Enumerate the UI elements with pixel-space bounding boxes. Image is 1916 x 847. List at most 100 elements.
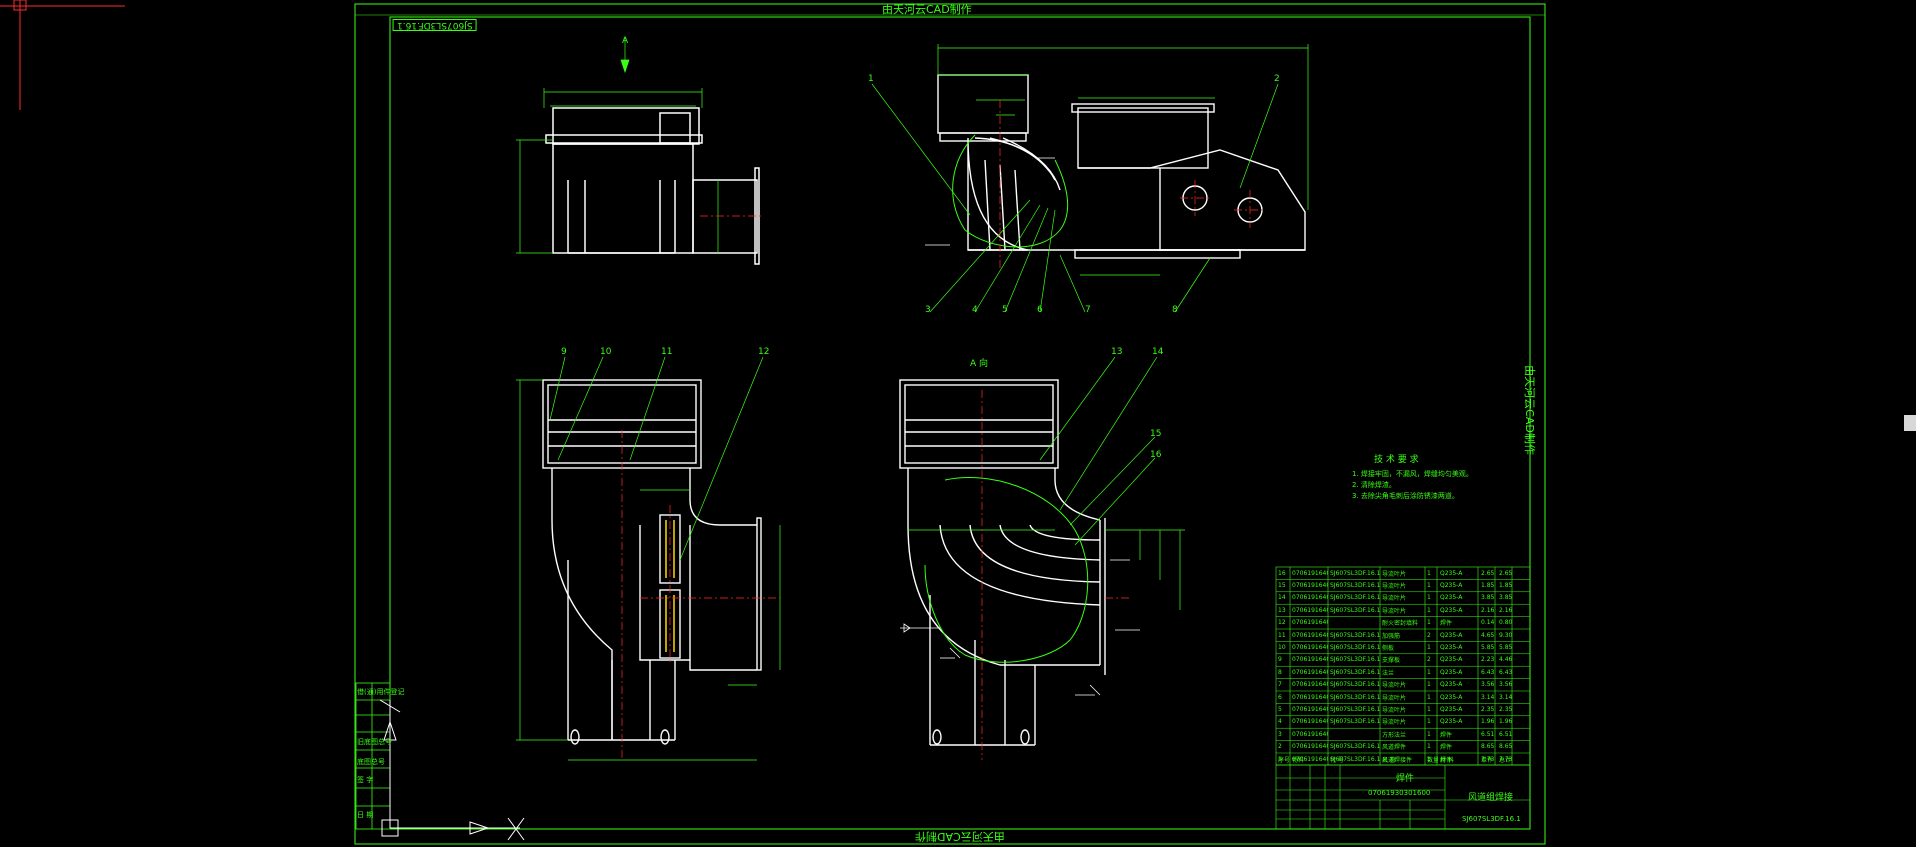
- bom-cell-material: Q235-A: [1440, 656, 1463, 664]
- bom-cell-code: 07061916400670: [1292, 668, 1328, 676]
- bom-cell-total: 9.30: [1499, 631, 1513, 639]
- bom-cell-total: 7.73: [1499, 755, 1513, 763]
- bom-cell-qty: 1: [1427, 582, 1431, 590]
- bom-cell-name: 耐火密封填料: [1382, 620, 1419, 628]
- bom-cell-name: 方形法兰: [1382, 731, 1407, 739]
- view-a-title: A 向: [970, 359, 989, 369]
- bom-cell-no: 16: [1278, 569, 1286, 577]
- bom-cell-code: 07061916400680: [1292, 656, 1328, 664]
- bom-cell-total: 0.80: [1499, 619, 1513, 627]
- bom-cell-drawing: SJ607SL3DF.16.1-7: [1330, 656, 1380, 664]
- bom-cell-drawing: SJ607SL3DF.16.1-12: [1330, 582, 1380, 590]
- bom-row: 1307061916400720SJ607SL3DF.16.1-10导流叶片1Q…: [1276, 604, 1528, 616]
- bom-row: 1207061916400710耐火密封填料1焊件0.140.80: [1276, 617, 1528, 629]
- bom-cell-material: Q235-A: [1440, 631, 1463, 639]
- bom-cell-drawing: SJ607SL3DF.16.1-11: [1330, 594, 1380, 602]
- title-part-type: 焊件: [1396, 774, 1415, 784]
- view-main-top-dims: [937, 44, 1309, 276]
- bom-cell-material: Q235-A: [1440, 668, 1463, 676]
- vertical-scrollbar-thumb[interactable]: [1904, 415, 1916, 431]
- view-main-breakline: [952, 134, 1069, 248]
- bom-cell-qty: 2: [1427, 656, 1431, 664]
- bom-cell-no: 3: [1278, 730, 1282, 738]
- bom-cell-no: 14: [1278, 594, 1286, 602]
- bom-row: 1007061916400690SJ607SL3DF.16.1-8侧板1Q235…: [1276, 641, 1528, 653]
- bom-cell-name: 导流叶片: [1382, 694, 1407, 702]
- view-a-centerlines: [981, 390, 1130, 760]
- bom-row: 1607061916400750SJ607SL3DF.16.1-13导流叶片1Q…: [1276, 567, 1528, 579]
- bom-cell-total: 6.51: [1499, 730, 1513, 738]
- bom-cell-total: 1.96: [1499, 718, 1513, 726]
- bom-row: 1507061916400740SJ607SL3DF.16.1-12导流叶片1Q…: [1276, 579, 1528, 591]
- bom-cell-material: Q235-A: [1440, 706, 1463, 714]
- view-side-top: [545, 107, 760, 265]
- bom-cell-drawing: SJ607SL3DF.16.1-13: [1330, 569, 1380, 577]
- bom-row: 107061916400600SJ607SL3DF.16.1-1风道焊接件1焊件…: [1276, 753, 1528, 765]
- view-main-top: [937, 74, 1306, 259]
- bom-cell-drawing: SJ607SL3DF.16.1-9: [1330, 631, 1380, 639]
- bom-cell-wt: 7.73: [1481, 755, 1495, 763]
- bom-cell-name: 加强筋: [1382, 632, 1401, 640]
- bom-cell-total: 3.14: [1499, 693, 1513, 701]
- balloon-11: 11: [661, 347, 673, 357]
- bom-cell-total: 5.85: [1499, 644, 1513, 652]
- sheet-border: [354, 3, 1546, 845]
- bom-cell-drawing: SJ607SL3DF.16.1-2: [1330, 718, 1380, 726]
- bom-cell-total: 1.85: [1499, 582, 1513, 590]
- bom-cell-total: 3.56: [1499, 681, 1513, 689]
- balloon-15: 15: [1150, 429, 1162, 439]
- bom-cell-material: Q235-A: [1440, 718, 1463, 726]
- bom-cell-no: 1: [1278, 755, 1282, 763]
- bom-cell-wt: 6.51: [1481, 730, 1495, 738]
- bom-cell-wt: 3.56: [1481, 681, 1495, 689]
- bom-cell-wt: 5.85: [1481, 644, 1495, 652]
- bom-cell-name: 导流叶片: [1382, 570, 1407, 578]
- drawing-code-rotated: SJ607SL3DF.16.1: [393, 19, 477, 31]
- bom-cell-total: 6.43: [1499, 668, 1513, 676]
- view-a-leaders: [1039, 356, 1158, 546]
- view-elbow-left: [542, 379, 762, 745]
- left-strip-4: 日 期: [357, 811, 374, 819]
- view-main-leaders: [871, 83, 1279, 313]
- bom-row: 1107061916400700SJ607SL3DF.16.1-9加强筋2Q23…: [1276, 629, 1528, 641]
- bom-header-row: 序号 物料 代 号 名 称 数量 材 料 单件 总计: [1276, 753, 1528, 765]
- view-elbow-left-leaders: [549, 356, 764, 561]
- bom-cell-no: 13: [1278, 606, 1286, 614]
- bom-cell-name: 导流叶片: [1382, 719, 1407, 727]
- tech-req-title: 技 术 要 求: [1374, 455, 1419, 465]
- title-drawing-title: 风道组焊接: [1468, 793, 1514, 803]
- bom-cell-wt: 6.43: [1481, 668, 1495, 676]
- view-elbow-left-welds: [665, 520, 675, 652]
- left-strip-1: 旧底图总号: [357, 738, 392, 746]
- title-material-code: 07061930301600: [1368, 789, 1431, 797]
- bom-cell-wt: 2.65: [1481, 569, 1495, 577]
- watermark-right: 由天河云CAD制作: [1522, 365, 1536, 455]
- bom-cell-material: Q235-A: [1440, 569, 1463, 577]
- bom-cell-qty: 1: [1427, 606, 1431, 614]
- bom-cell-wt: 3.85: [1481, 594, 1495, 602]
- weld-symbols: [900, 157, 1140, 696]
- left-strip-table: [355, 682, 391, 830]
- bom-cell-code: 07061916400630: [1292, 718, 1328, 726]
- bom-row: 807061916400670SJ607SL3DF.16.1-6法兰1Q235-…: [1276, 666, 1528, 678]
- view-side-top-dims: [516, 37, 719, 254]
- bom-cell-total: 2.65: [1499, 569, 1513, 577]
- bom-row: 207061916400610SJ607SL3DF.16.1-1风道焊件1焊件8…: [1276, 741, 1528, 753]
- bom-cell-qty: 1: [1427, 569, 1431, 577]
- bom-cell-wt: 2.16: [1481, 606, 1495, 614]
- bom-cell-qty: 1: [1427, 693, 1431, 701]
- bom-cell-wt: 1.85: [1481, 582, 1495, 590]
- bom-cell-wt: 4.65: [1481, 631, 1495, 639]
- bom-row: 907061916400680SJ607SL3DF.16.1-7支撑板2Q235…: [1276, 654, 1528, 666]
- bom-cell-material: 焊件: [1440, 744, 1453, 752]
- bom-row: 407061916400630SJ607SL3DF.16.1-2导流叶片1Q23…: [1276, 716, 1528, 728]
- bom-header-drawing: 代 号: [1330, 756, 1344, 764]
- balloon-12: 12: [758, 347, 770, 357]
- bom-cell-code: 07061916400720: [1292, 606, 1328, 614]
- ucs-crosshair: [0, 0, 125, 110]
- balloon-8: 8: [1172, 305, 1178, 315]
- bom-cell-material: 焊件: [1440, 620, 1453, 628]
- bom-cell-drawing: SJ607SL3DF.16.1-4: [1330, 693, 1380, 701]
- bom-cell-qty: 1: [1427, 730, 1431, 738]
